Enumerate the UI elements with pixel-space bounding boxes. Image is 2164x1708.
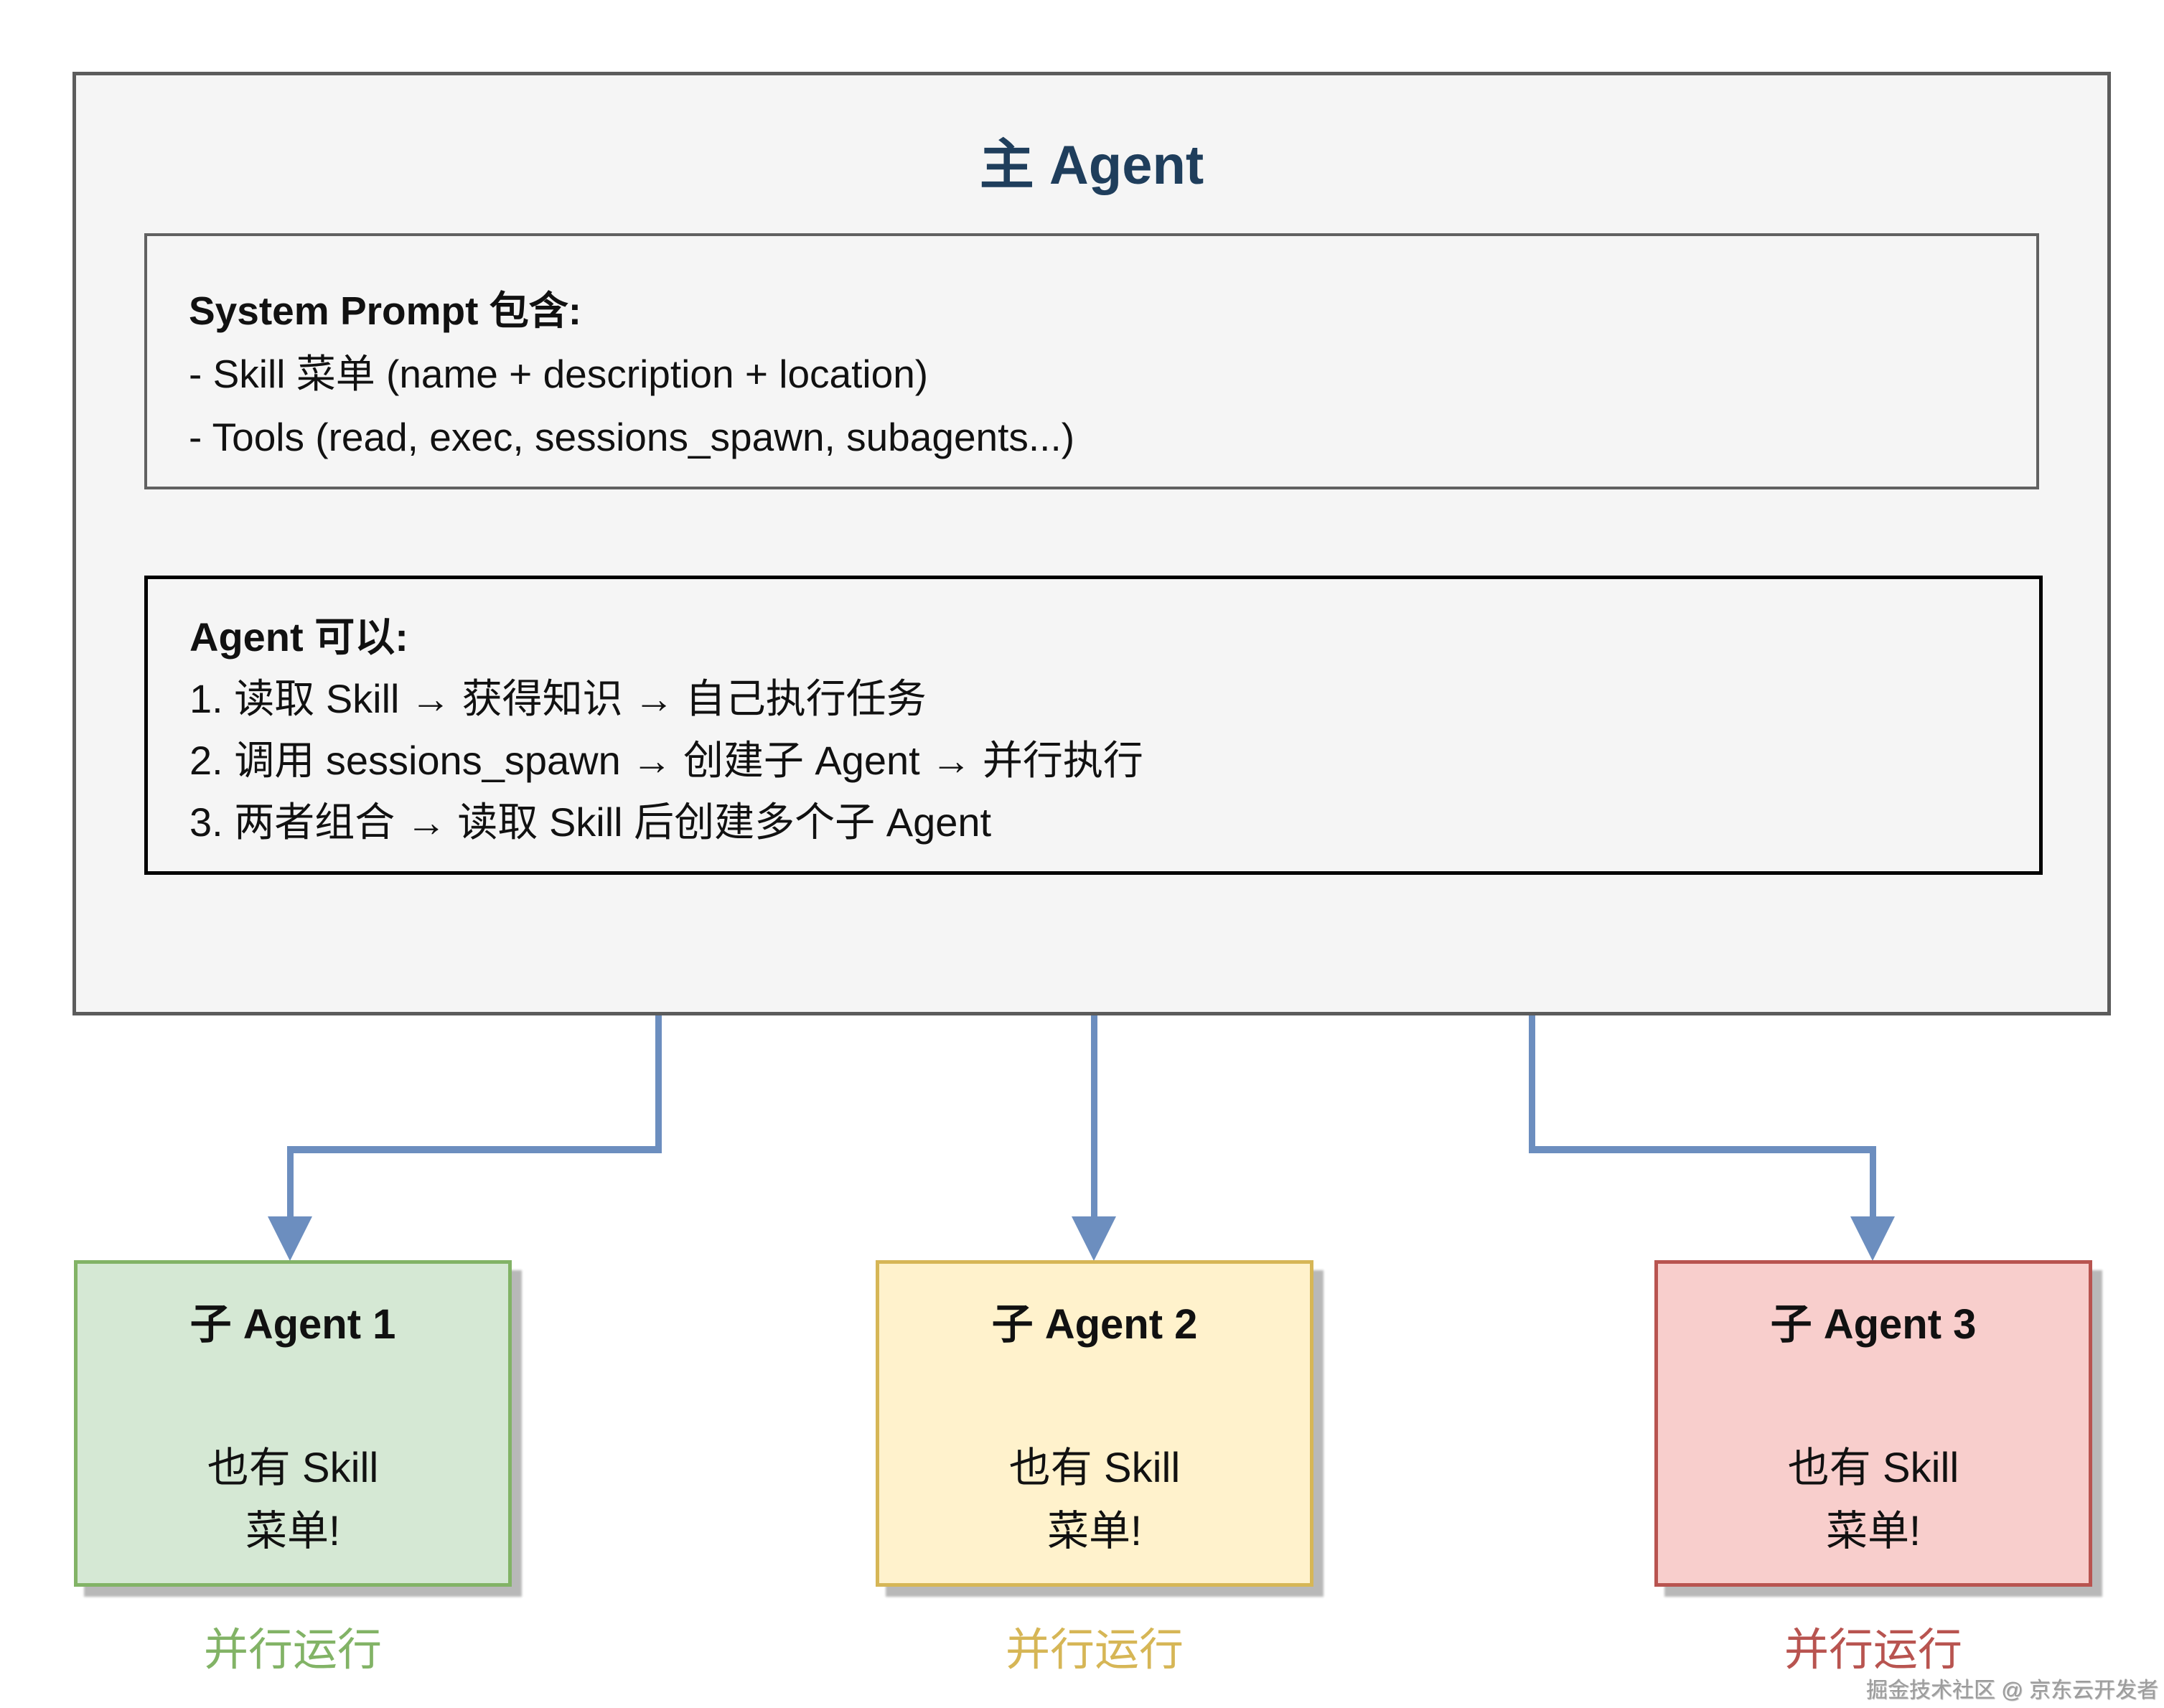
parallel-run-label-2: 并行运行	[1005, 1625, 1184, 1675]
watermark: 掘金技术社区 @ 京东云开发者	[1865, 1679, 2158, 1702]
arrow-segment	[1529, 1146, 1876, 1153]
arrow-segment	[1529, 1015, 1535, 1153]
sub-agent-3-body-line: 也有 Skill	[1787, 1445, 1959, 1491]
sub-agent-1-box: 子 Agent 1 也有 Skill 菜单!	[74, 1260, 512, 1587]
arrow-segment	[1091, 1015, 1097, 1218]
system-prompt-heading: System Prompt 包含:	[189, 288, 582, 333]
parallel-run-label-3: 并行运行	[1784, 1625, 1962, 1675]
sub-agent-3-body: 也有 Skill 菜单!	[1658, 1437, 2089, 1563]
main-agent-title: 主 Agent	[979, 135, 1204, 196]
sub-agent-1-body-line: 也有 Skill	[207, 1445, 379, 1491]
arrow-segment	[655, 1015, 662, 1153]
arrowhead-icon	[1850, 1216, 1895, 1261]
sub-agent-1-body: 也有 Skill 菜单!	[78, 1437, 508, 1563]
sub-agent-2-title: 子 Agent 2	[991, 1301, 1198, 1348]
sub-agent-1-title: 子 Agent 1	[189, 1301, 396, 1348]
sub-agent-2-box: 子 Agent 2 也有 Skill 菜单!	[876, 1260, 1313, 1587]
capabilities-item: 2. 调用 sessions_spawn → 创建子 Agent → 并行执行	[189, 738, 1143, 783]
sub-agent-3-box: 子 Agent 3 也有 Skill 菜单!	[1654, 1260, 2092, 1587]
agent-capabilities-box: Agent 可以: 1. 读取 Skill → 获得知识 → 自己执行任务 2.…	[144, 576, 2043, 875]
system-prompt-box: System Prompt 包含: - Skill 菜单 (name + des…	[144, 233, 2039, 489]
sub-agent-3-title: 子 Agent 3	[1770, 1301, 1977, 1348]
system-prompt-item: - Skill 菜单 (name + description + locatio…	[189, 352, 929, 396]
arrowhead-icon	[268, 1216, 312, 1261]
sub-agent-2-body-line: 也有 Skill	[1008, 1445, 1181, 1491]
parallel-run-label-1: 并行运行	[203, 1625, 382, 1675]
capabilities-item: 1. 读取 Skill → 获得知识 → 自己执行任务	[189, 676, 927, 721]
sub-agent-3-body-line: 菜单!	[1825, 1508, 1921, 1554]
arrowhead-icon	[1072, 1216, 1116, 1261]
arrow-segment	[1870, 1146, 1876, 1218]
sub-agent-1-body-line: 菜单!	[245, 1508, 341, 1554]
capabilities-heading: Agent 可以:	[189, 614, 408, 660]
capabilities-item: 3. 两者组合 → 读取 Skill 后创建多个子 Agent	[189, 799, 992, 845]
system-prompt-item: - Tools (read, exec, sessions_spawn, sub…	[189, 415, 1075, 459]
sub-agent-2-body: 也有 Skill 菜单!	[879, 1437, 1310, 1563]
arrow-segment	[287, 1146, 662, 1153]
sub-agent-2-body-line: 菜单!	[1046, 1508, 1143, 1554]
arrow-segment	[287, 1146, 294, 1218]
